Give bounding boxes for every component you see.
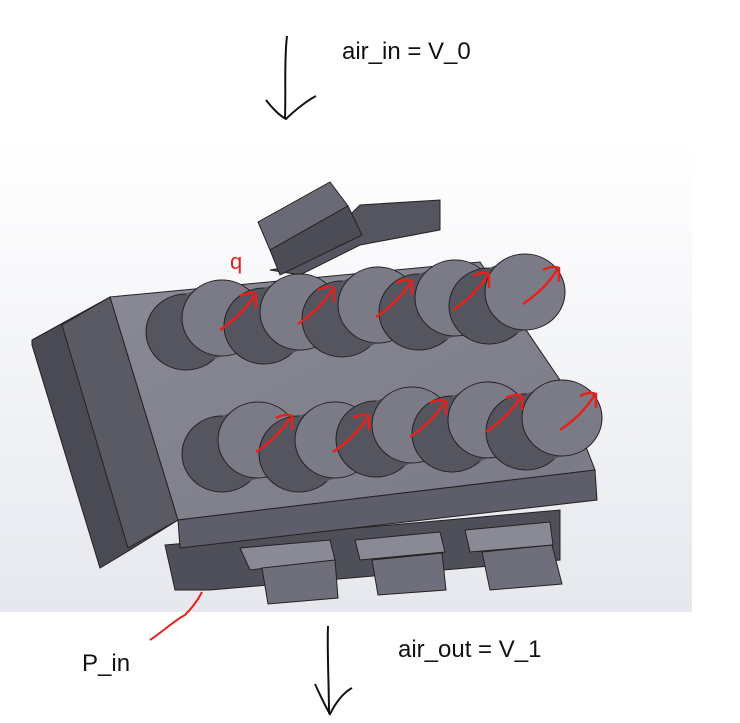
bottom-mounts — [164, 509, 563, 605]
heat-flux-arrow-icon — [452, 271, 491, 312]
heat-flux-arrow-icon — [297, 285, 336, 326]
heat-flux-label: q — [230, 249, 243, 274]
battery-cell — [258, 401, 376, 493]
air-in-arrow-icon — [265, 35, 317, 121]
heat-flux-arrow-icon — [255, 413, 294, 454]
air-out-label: air_out = V_1 — [398, 636, 542, 663]
battery-cells — [145, 253, 603, 493]
heat-flux-arrow-icon — [409, 398, 448, 439]
top-bracket — [257, 181, 441, 276]
p-in-pointer — [149, 591, 203, 641]
heat-flux-arrow-icon — [332, 413, 371, 454]
heat-flux-arrows — [219, 265, 598, 454]
battery-cell — [448, 253, 566, 345]
air-in-label: air_in = V_0 — [342, 38, 471, 65]
air-out-arrow-icon — [314, 625, 353, 717]
p-in-label: P_in — [82, 650, 131, 677]
heat-flux-arrow-icon — [559, 391, 598, 432]
heat-flux-arrow-icon — [522, 265, 561, 306]
heat-flux-arrow-icon — [485, 393, 524, 434]
heat-flux-arrow-icon — [219, 291, 258, 332]
battery-cell — [485, 379, 603, 471]
heat-flux-arrow-icon — [375, 278, 414, 319]
